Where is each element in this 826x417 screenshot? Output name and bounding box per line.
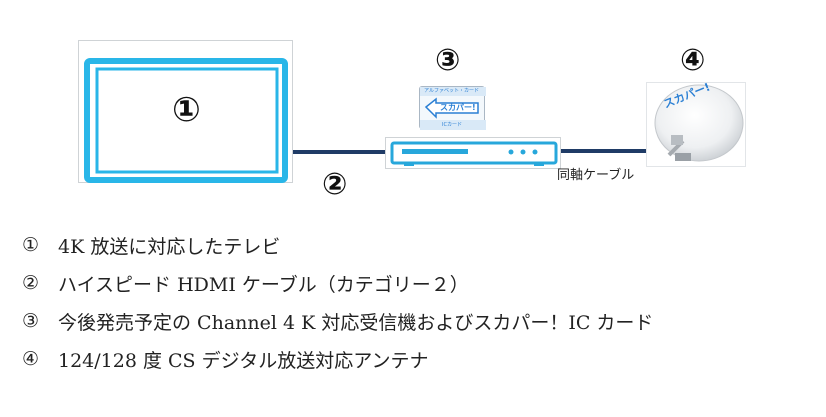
- ic-card-top-text: アルファベット・カード: [424, 88, 479, 94]
- ic-card-bottom-text: ICカード: [442, 122, 462, 128]
- tuner-frame: [385, 137, 561, 169]
- legend-text: 4K 放送に対応したテレビ: [58, 235, 281, 258]
- antenna-marker: ④: [680, 43, 706, 78]
- legend-item-antenna: ④ 124/128 度 CS デジタル放送対応アンテナ: [22, 340, 653, 378]
- legend-item-cable: ② ハイスピード HDMI ケーブル（カテゴリー２）: [22, 264, 653, 302]
- receiver-icon: [390, 141, 558, 166]
- hdmi-cable-line: [293, 150, 385, 154]
- satellite-dish-icon: [654, 84, 744, 162]
- legend-item-tv: ① 4K 放送に対応したテレビ: [22, 226, 653, 264]
- legend-list: ① 4K 放送に対応したテレビ ② ハイスピード HDMI ケーブル（カテゴリー…: [22, 226, 653, 378]
- tuner-marker: ③: [435, 43, 461, 78]
- cable-marker: ②: [322, 167, 348, 202]
- legend-text: 今後発売予定の Channel 4 K 対応受信機およびスカパー！IC カード: [58, 311, 654, 334]
- legend-marker: ①: [22, 234, 40, 256]
- tv-marker: ①: [172, 90, 201, 130]
- ic-card: アルファベット・カード スカパー! ICカード: [419, 86, 486, 130]
- legend-marker: ③: [22, 310, 40, 332]
- legend-marker: ④: [22, 348, 40, 370]
- tv-icon: [84, 58, 288, 183]
- antenna-frame: スカパー!: [646, 80, 746, 167]
- coax-cable-line: [561, 149, 646, 153]
- legend-text: ハイスピード HDMI ケーブル（カテゴリー２）: [58, 273, 469, 296]
- legend-marker: ②: [22, 272, 40, 294]
- legend-text: 124/128 度 CS デジタル放送対応アンテナ: [58, 349, 429, 372]
- tv-frame: [78, 40, 293, 183]
- coax-cable-label: 同軸ケーブル: [557, 168, 635, 183]
- ic-card-arrow-text: スカパー!: [440, 103, 476, 112]
- legend-item-tuner: ③ 今後発売予定の Channel 4 K 対応受信機およびスカパー！IC カー…: [22, 302, 653, 340]
